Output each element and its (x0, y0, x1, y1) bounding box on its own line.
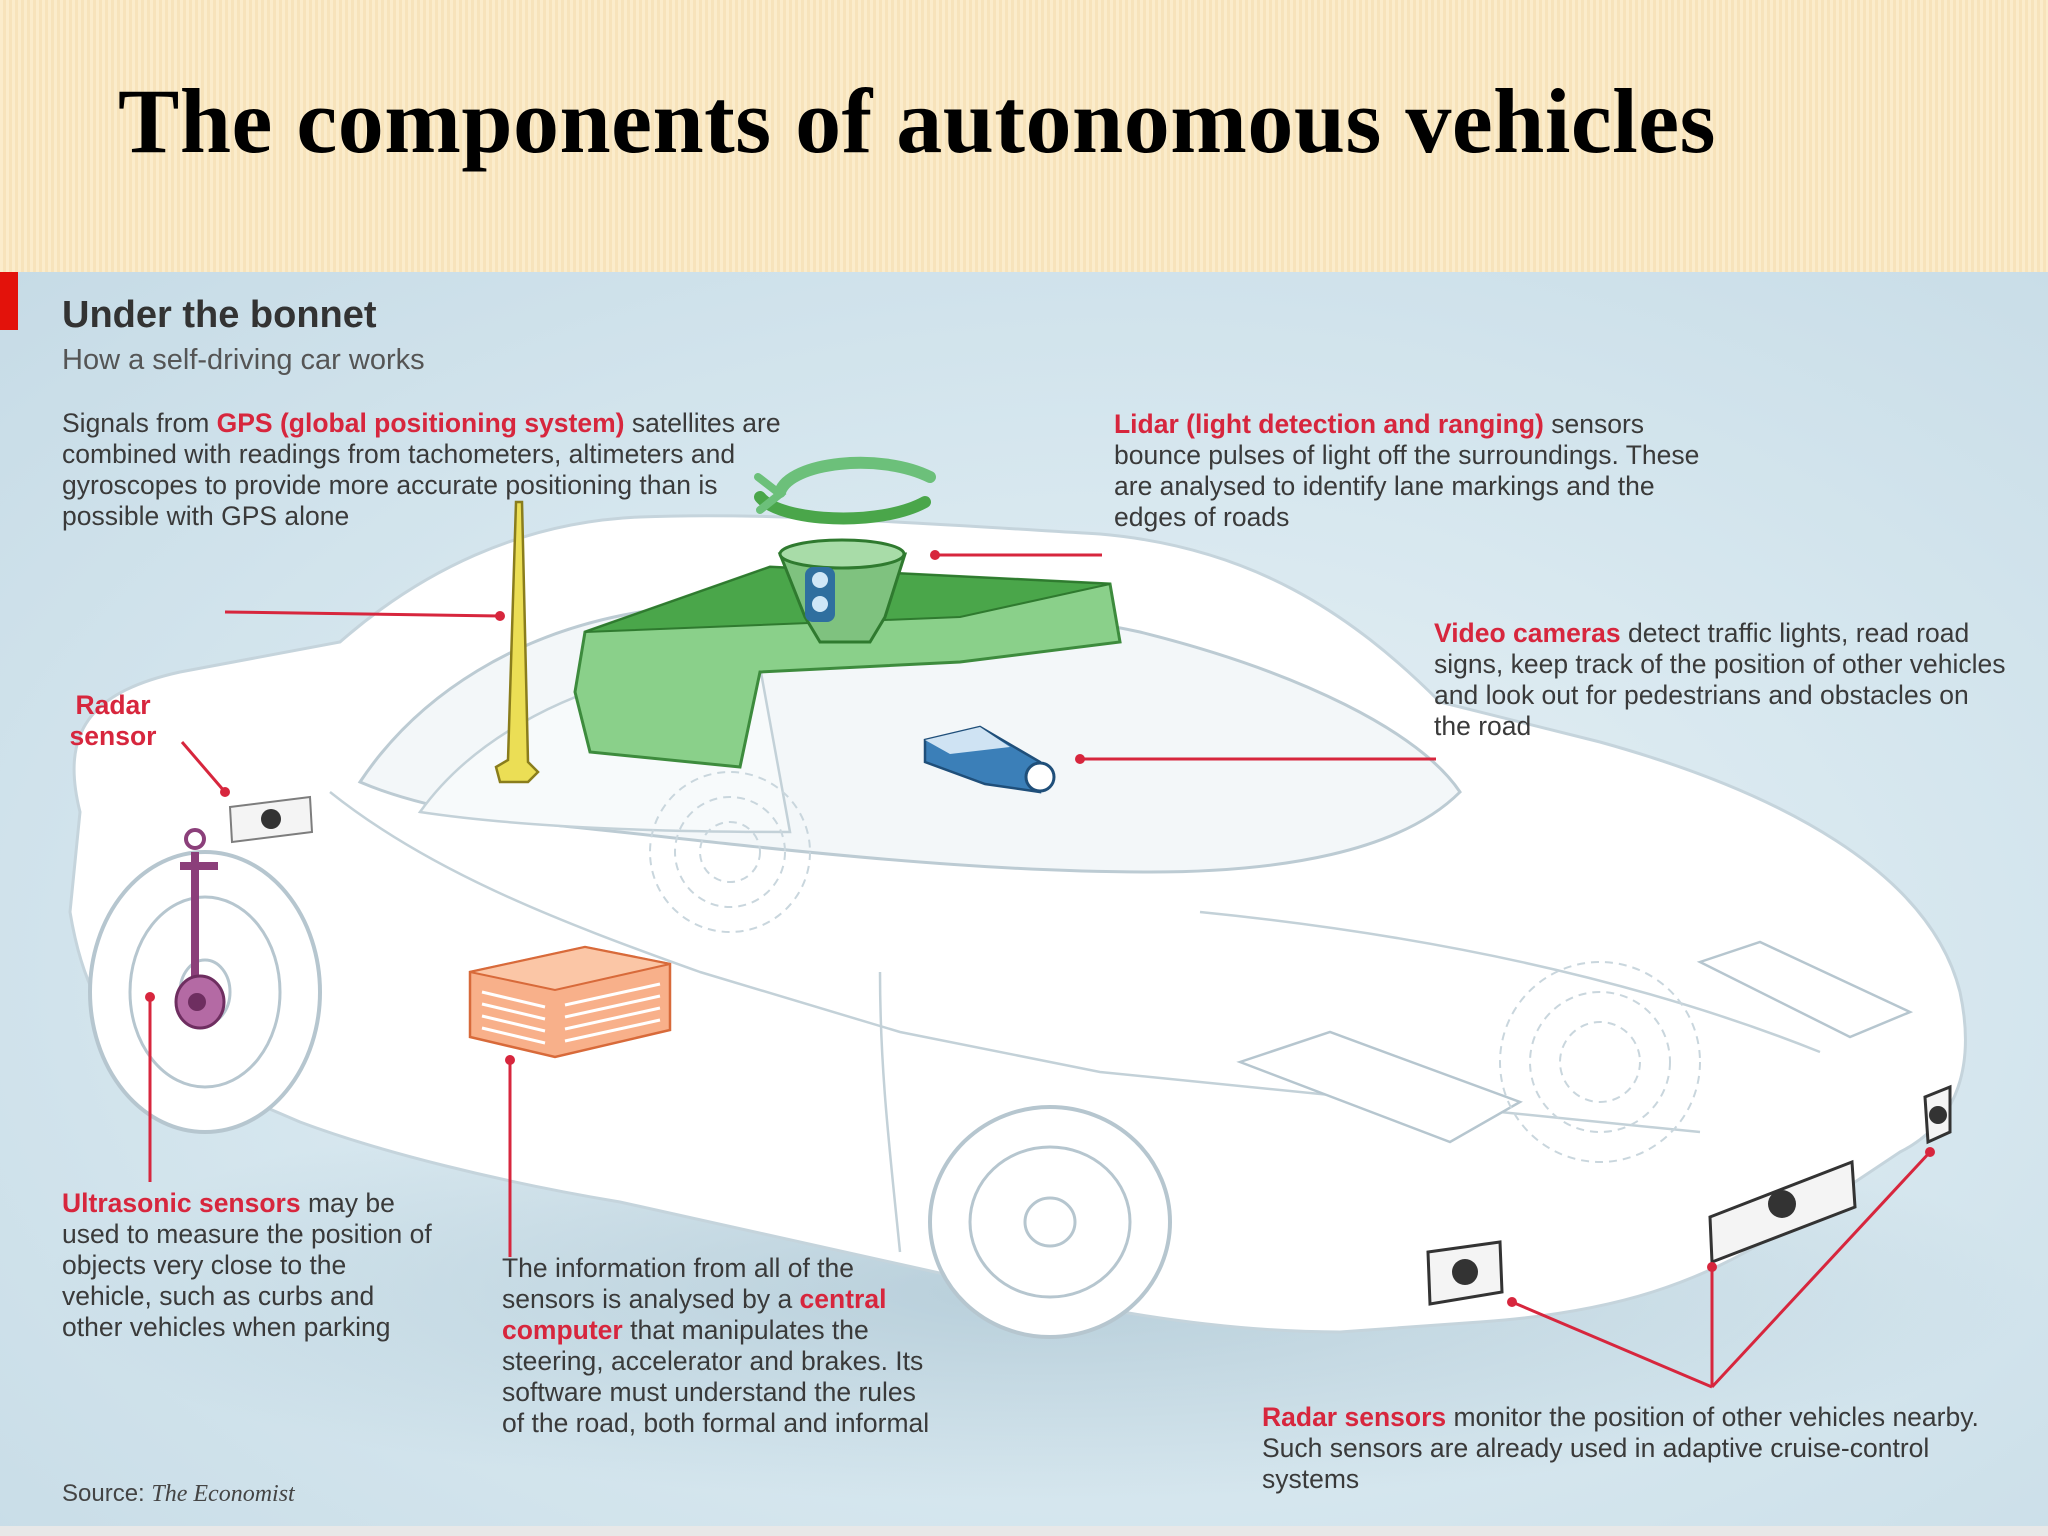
gps-note-highlight: GPS (global positioning system) (216, 408, 625, 438)
video-camera (923, 725, 1056, 794)
leader-lines (148, 553, 1932, 1389)
steering-wheel-ghost (649, 771, 1701, 1163)
car-bonnet-line (1199, 910, 1821, 1054)
computer-note-text: that manipulates the steering, accelerat… (502, 1315, 930, 1438)
red-tab-marker (0, 272, 18, 330)
slide-title: The components of autonomous vehicles (118, 70, 1716, 172)
front-radar-sensors (1426, 1084, 1952, 1306)
lidar-note-text: sensors bounce pulses of light off the s… (1114, 409, 1700, 532)
hood-vent-1 (1236, 1030, 1523, 1144)
gps-note: Signals from GPS (global positioning sys… (62, 408, 782, 532)
radar-sensors-note: Radar sensors monitor the position of ot… (1262, 1402, 2002, 1495)
ultrasonic-sensor (174, 828, 226, 1030)
rotation-arrow-icon (754, 456, 936, 525)
radar-sensor-note: Radar sensor (58, 690, 168, 752)
gps-note-text: satellites are combined with readings fr… (62, 408, 781, 531)
ultrasonic-note-text: may be used to measure the position of o… (62, 1188, 432, 1342)
bottom-strip (0, 1526, 2048, 1536)
source-label: Source: (62, 1480, 145, 1507)
source-name: The Economist (151, 1481, 295, 1507)
lidar-note-highlight: Lidar (light detection and ranging) (1114, 409, 1544, 439)
gps-antenna (494, 500, 540, 784)
graphic-subtitle: How a self-driving car works (62, 344, 425, 376)
graphic-title: Under the bonnet (62, 294, 377, 336)
ultrasonic-note-highlight: Ultrasonic sensors (62, 1188, 301, 1218)
infographic: Under the bonnet How a self-driving car … (0, 272, 2048, 1536)
computer-note-highlight: central computer (502, 1284, 887, 1345)
radar-sensor-side (228, 795, 314, 844)
ultrasonic-note: Ultrasonic sensors may be used to measur… (62, 1188, 442, 1343)
car-roof-line (329, 791, 1701, 1134)
computer-note-pre: The information from all of the sensors … (502, 1253, 855, 1314)
central-computer (468, 945, 672, 1059)
lidar-unit (777, 538, 908, 644)
lidar-note: Lidar (light detection and ranging) sens… (1114, 409, 1714, 533)
radar-sensors-note-highlight: Radar sensors (1262, 1402, 1447, 1432)
video-note-text: detect traffic lights, read road signs, … (1434, 618, 2006, 741)
source-credit: Source: The Economist (62, 1480, 295, 1508)
rear-wheel (928, 1105, 1172, 1339)
video-note-highlight: Video cameras (1434, 618, 1621, 648)
hood-vent-2 (1696, 940, 1914, 1039)
car-illustration (40, 456, 2040, 1502)
slide-header: The components of autonomous vehicles (0, 0, 2048, 272)
car-door-line (878, 971, 902, 1253)
leader-dots (145, 550, 1935, 1307)
radar-sensor-label: Radar sensor (69, 690, 157, 751)
video-note: Video cameras detect traffic lights, rea… (1434, 618, 2009, 742)
gps-note-pre: Signals from (62, 408, 217, 438)
radar-sensors-note-text: monitor the position of other vehicles n… (1262, 1402, 1979, 1494)
computer-note: The information from all of the sensors … (502, 1253, 932, 1439)
